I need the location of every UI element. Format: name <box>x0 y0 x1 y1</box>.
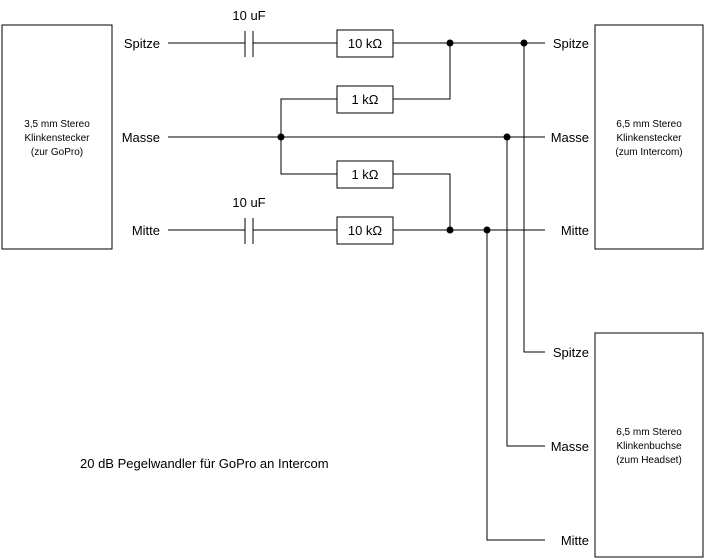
resistor-top-label: 10 kΩ <box>348 36 383 51</box>
capacitor-top: 10 uF <box>232 8 266 57</box>
left-pin-ring: Mitte <box>132 223 160 238</box>
junction-node <box>483 226 491 234</box>
left-connector-line-2: Klinkenstecker <box>24 133 90 144</box>
junction-node <box>446 39 454 47</box>
wires <box>168 42 545 541</box>
junction-node <box>277 133 285 141</box>
right-plug-line-2: Klinkenstecker <box>616 133 682 144</box>
resistor-bottom-label: 10 kΩ <box>348 223 383 238</box>
right-plug-line-1: 6,5 mm Stereo <box>616 119 682 130</box>
left-connector-line-3: (zur GoPro) <box>31 147 83 158</box>
left-connector: 3,5 mm Stereo Klinkenstecker (zur GoPro)… <box>1 24 160 250</box>
resistor-mid-top-label: 1 kΩ <box>351 92 378 107</box>
right-jack-line-1: 6,5 mm Stereo <box>616 427 682 438</box>
right-jack-line-2: Klinkenbuchse <box>616 441 681 452</box>
capacitor-bottom: 10 uF <box>232 195 266 244</box>
capacitor-bottom-label: 10 uF <box>232 195 265 210</box>
junction-node <box>503 133 511 141</box>
right-plug-pin-tip: Spitze <box>553 36 589 51</box>
right-plug-line-3: (zum Intercom) <box>615 147 682 158</box>
right-jack-pin-ground: Masse <box>551 439 589 454</box>
diagram-caption: 20 dB Pegelwandler für GoPro an Intercom <box>80 456 329 471</box>
right-plug-pin-ring: Mitte <box>561 223 589 238</box>
left-pin-tip: Spitze <box>124 36 160 51</box>
left-connector-line-1: 3,5 mm Stereo <box>24 119 90 130</box>
junction-node <box>446 226 454 234</box>
resistor-top: 10 kΩ <box>336 29 394 58</box>
right-jack-pin-ring: Mitte <box>561 533 589 548</box>
resistor-bottom: 10 kΩ <box>336 216 394 245</box>
left-pin-ground: Masse <box>122 130 160 145</box>
junction-node <box>520 39 528 47</box>
capacitor-top-label: 10 uF <box>232 8 265 23</box>
resistor-mid-bottom-label: 1 kΩ <box>351 167 378 182</box>
right-jack-line-3: (zum Headset) <box>616 455 682 466</box>
right-plug-pin-ground: Masse <box>551 130 589 145</box>
right-plug-connector: 6,5 mm Stereo Klinkenstecker (zum Interc… <box>551 24 704 250</box>
right-jack-connector: 6,5 mm Stereo Klinkenbuchse (zum Headset… <box>551 332 704 558</box>
resistor-mid-bottom: 1 kΩ <box>336 160 394 189</box>
junction-nodes <box>277 39 528 234</box>
right-jack-pin-tip: Spitze <box>553 345 589 360</box>
resistor-mid-top: 1 kΩ <box>336 85 394 114</box>
